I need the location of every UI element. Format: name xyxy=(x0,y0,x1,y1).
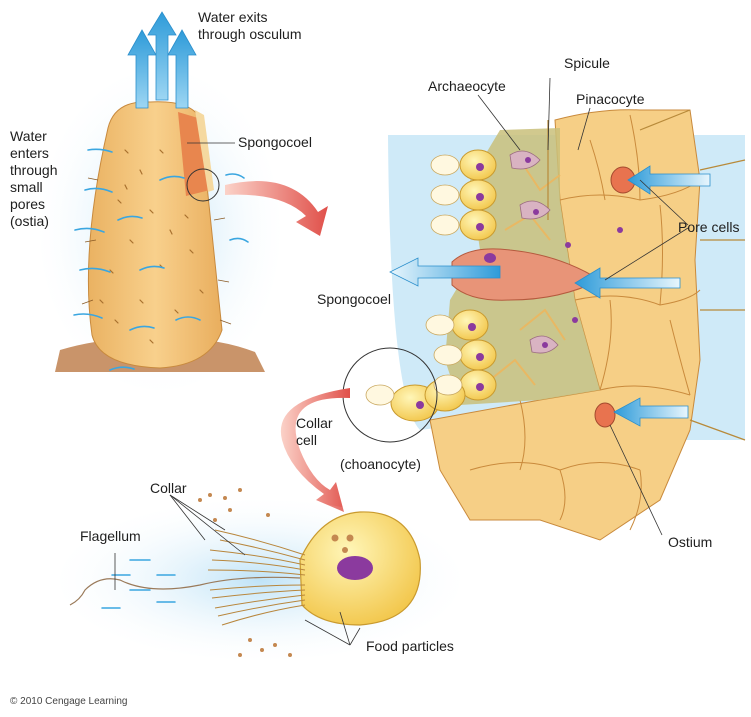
sponge-body-illustration xyxy=(40,12,280,390)
label-flagellum: Flagellum xyxy=(80,528,141,545)
label-spongocoel-top: Spongocoel xyxy=(238,134,312,151)
label-choanocyte: (choanocyte) xyxy=(340,456,421,473)
curved-arrow-zoom-cell xyxy=(281,388,350,512)
label-collar: Collar xyxy=(150,480,187,497)
label-collar-cell: Collar cell xyxy=(296,415,333,449)
label-pore-cells: Pore cells xyxy=(678,219,739,236)
label-archaeocyte: Archaeocyte xyxy=(428,78,506,95)
label-ostium: Ostium xyxy=(668,534,712,551)
water-exit-arrows xyxy=(128,12,196,108)
label-water-enters: Water enters through small pores (ostia) xyxy=(10,128,57,230)
collar-cell-illustration xyxy=(60,488,460,660)
label-spicule: Spicule xyxy=(564,55,610,72)
label-pinacocyte: Pinacocyte xyxy=(576,91,644,108)
label-spongocoel-mid: Spongocoel xyxy=(317,291,391,308)
copyright-notice: © 2010 Cengage Learning xyxy=(10,696,127,707)
label-food-particles: Food particles xyxy=(366,638,454,655)
label-water-exits: Water exits through osculum xyxy=(198,9,302,43)
